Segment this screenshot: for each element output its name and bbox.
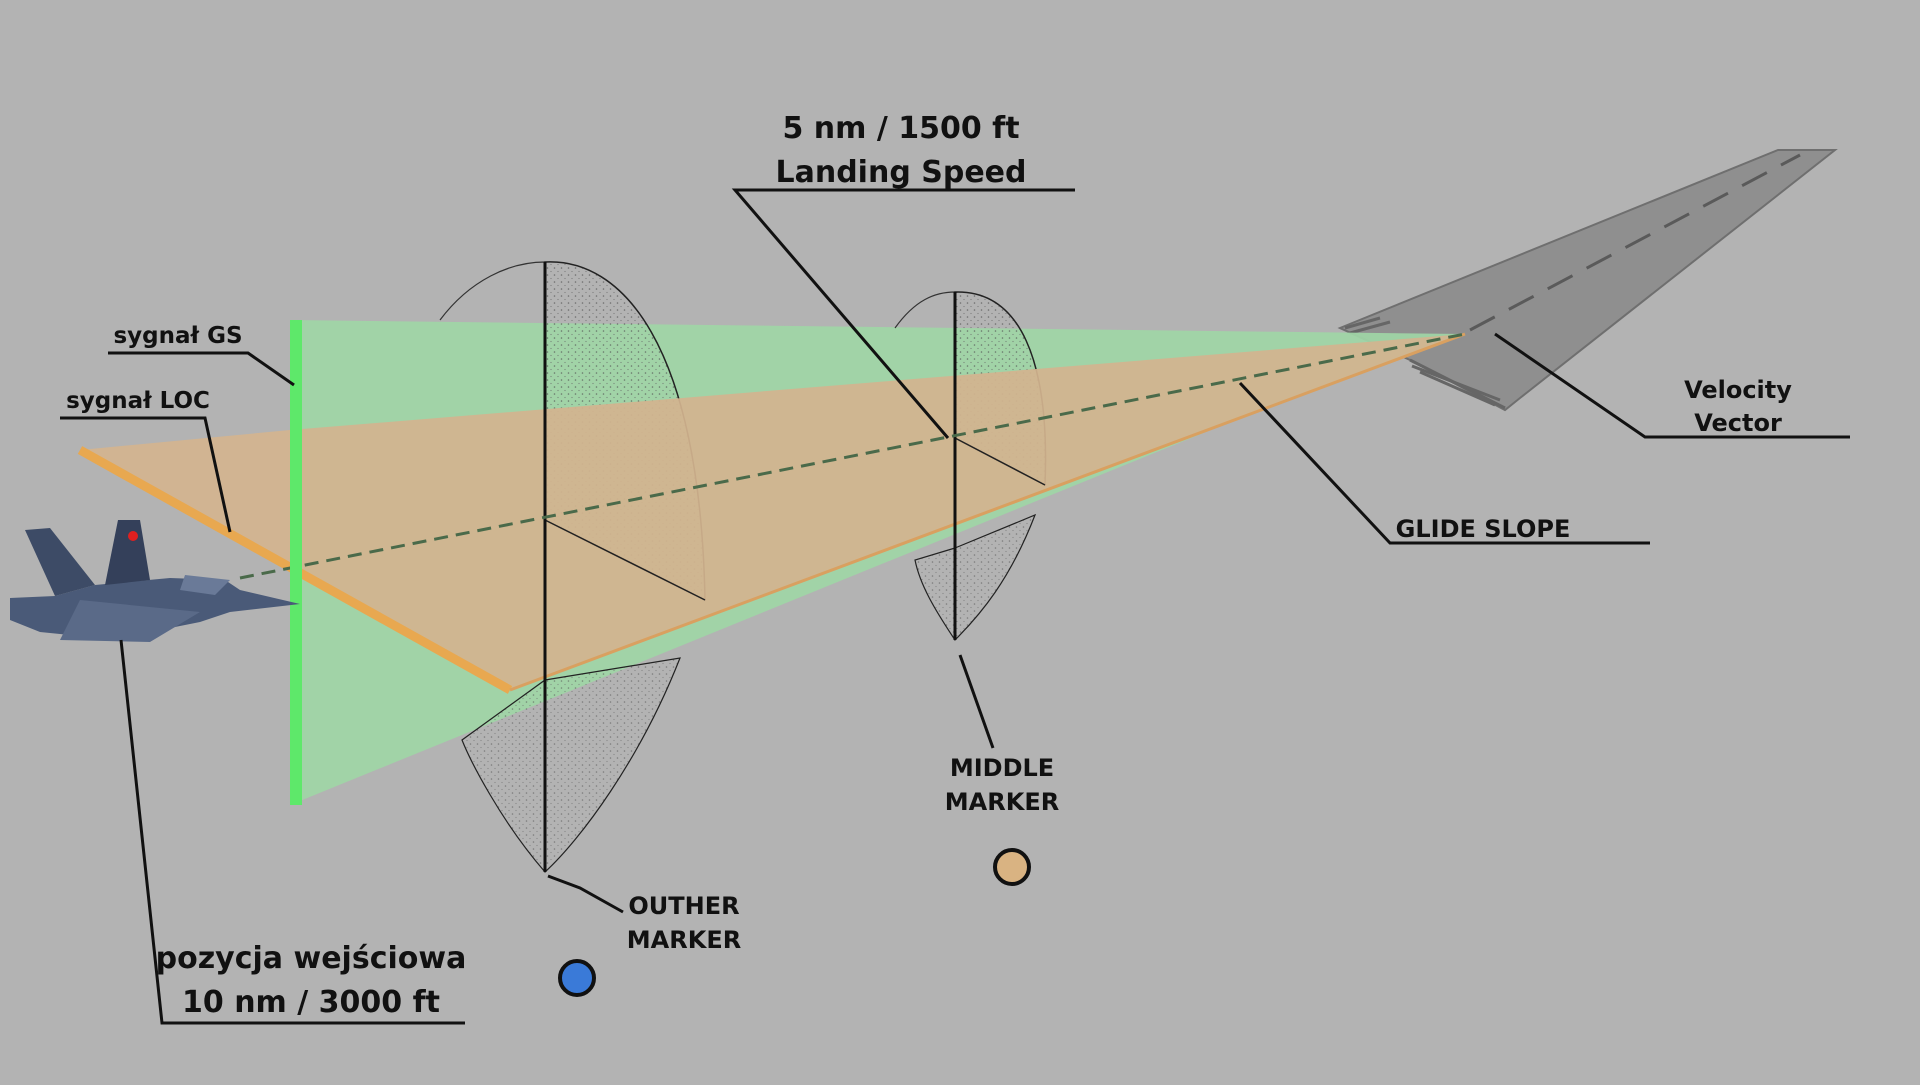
outer-marker-label-line2: MARKER (627, 926, 741, 954)
velocity-vector-leader (1494, 332, 1850, 439)
middle-marker-label-line1: MIDDLE (950, 754, 1054, 782)
outer-marker-light (558, 959, 596, 997)
entry-position-label-line1: pozycja wejściowa (156, 941, 467, 976)
loc-signal-plane (80, 334, 1465, 690)
loc-signal-leader (60, 416, 232, 533)
outer-marker-cone-lower (461, 657, 681, 873)
outer-marker-leader (547, 874, 624, 914)
velocity-vector-label-line2: Vector (1694, 409, 1782, 437)
velocity-vector-label-line1: Velocity (1684, 376, 1792, 404)
aircraft-icon (10, 520, 300, 642)
gs-signal-label: sygnał GS (113, 323, 242, 349)
glide-slope-label: GLIDE SLOPE (1396, 515, 1571, 543)
middle-marker-label-line2: MARKER (945, 788, 1059, 816)
entry-position-leader (119, 639, 465, 1025)
glide-path-line (239, 332, 1466, 580)
approach-point-label-line2: Landing Speed (775, 155, 1026, 190)
runway-threshold-marks (1344, 316, 1506, 410)
outer-marker-label-line1: OUTHER (628, 892, 739, 920)
leader-lines (60, 188, 1850, 1025)
runway (1337, 149, 1838, 412)
approach-point-label-line1: 5 nm / 1500 ft (782, 111, 1019, 146)
gs-signal-leader (108, 351, 295, 387)
loc-signal-label: sygnał LOC (66, 388, 210, 414)
middle-marker-leader (958, 654, 995, 749)
middle-marker-light (993, 848, 1031, 886)
approach-point-leader (731, 188, 1075, 439)
middle-marker-cone-lower (914, 513, 1037, 641)
glide-slope-leader (1238, 381, 1650, 545)
entry-position-label-line2: 10 nm / 3000 ft (182, 985, 440, 1020)
